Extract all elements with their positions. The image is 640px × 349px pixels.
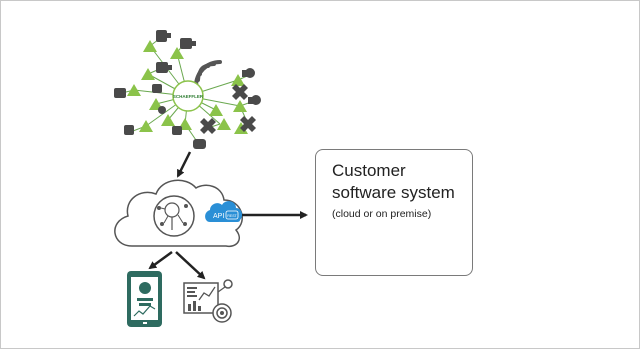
sensor-node (143, 40, 157, 52)
sensor-node (231, 74, 245, 86)
sensor-node (209, 104, 223, 116)
motor-icon (156, 62, 168, 73)
sensor-node (141, 68, 155, 80)
iot-network: SCHAEFFLER (114, 30, 261, 149)
api-badge: API REST (205, 201, 243, 222)
arrow-to-cloud (176, 151, 192, 178)
sensor-node (217, 118, 231, 130)
api-cloud-icon (205, 201, 243, 222)
gear-icon (232, 84, 248, 100)
gear-icon (200, 118, 216, 134)
sensor-node (161, 114, 175, 126)
hub-circle (172, 80, 204, 112)
hub-brand-label: SCHAEFFLER (173, 94, 204, 99)
arrow-to-mobile (148, 250, 173, 270)
customer-system-box: Customer software system (cloud or on pr… (315, 149, 473, 276)
motor-icon (114, 88, 126, 98)
api-rest-tag: REST (227, 214, 237, 218)
cloud-platform: API REST (114, 179, 243, 248)
customer-title: Customer software system (332, 160, 455, 204)
valve-icon (152, 84, 162, 93)
mobile-app-icon (127, 271, 162, 327)
customer-subtitle: (cloud or on premise) (332, 208, 432, 220)
sensor-node (233, 100, 247, 112)
sensor-node (139, 120, 153, 132)
motor-icon (124, 125, 134, 135)
api-label: API (213, 213, 224, 220)
dashboard-icon (183, 279, 233, 323)
sensor-icon (158, 106, 166, 114)
machine-icons (114, 30, 261, 149)
sensor-node (170, 47, 184, 59)
motor-icon (180, 38, 192, 49)
motor-icon (193, 139, 206, 149)
sensor-node (127, 84, 141, 96)
gear-icon (240, 116, 256, 132)
arrow-to-dashboard (175, 251, 206, 280)
motor-icon (172, 126, 182, 135)
customer-title-line1: Customer (332, 161, 406, 180)
motor-icon (156, 30, 167, 42)
customer-title-line2: software system (332, 183, 455, 202)
wifi-icon (194, 60, 222, 88)
analytics-icon (153, 195, 195, 237)
